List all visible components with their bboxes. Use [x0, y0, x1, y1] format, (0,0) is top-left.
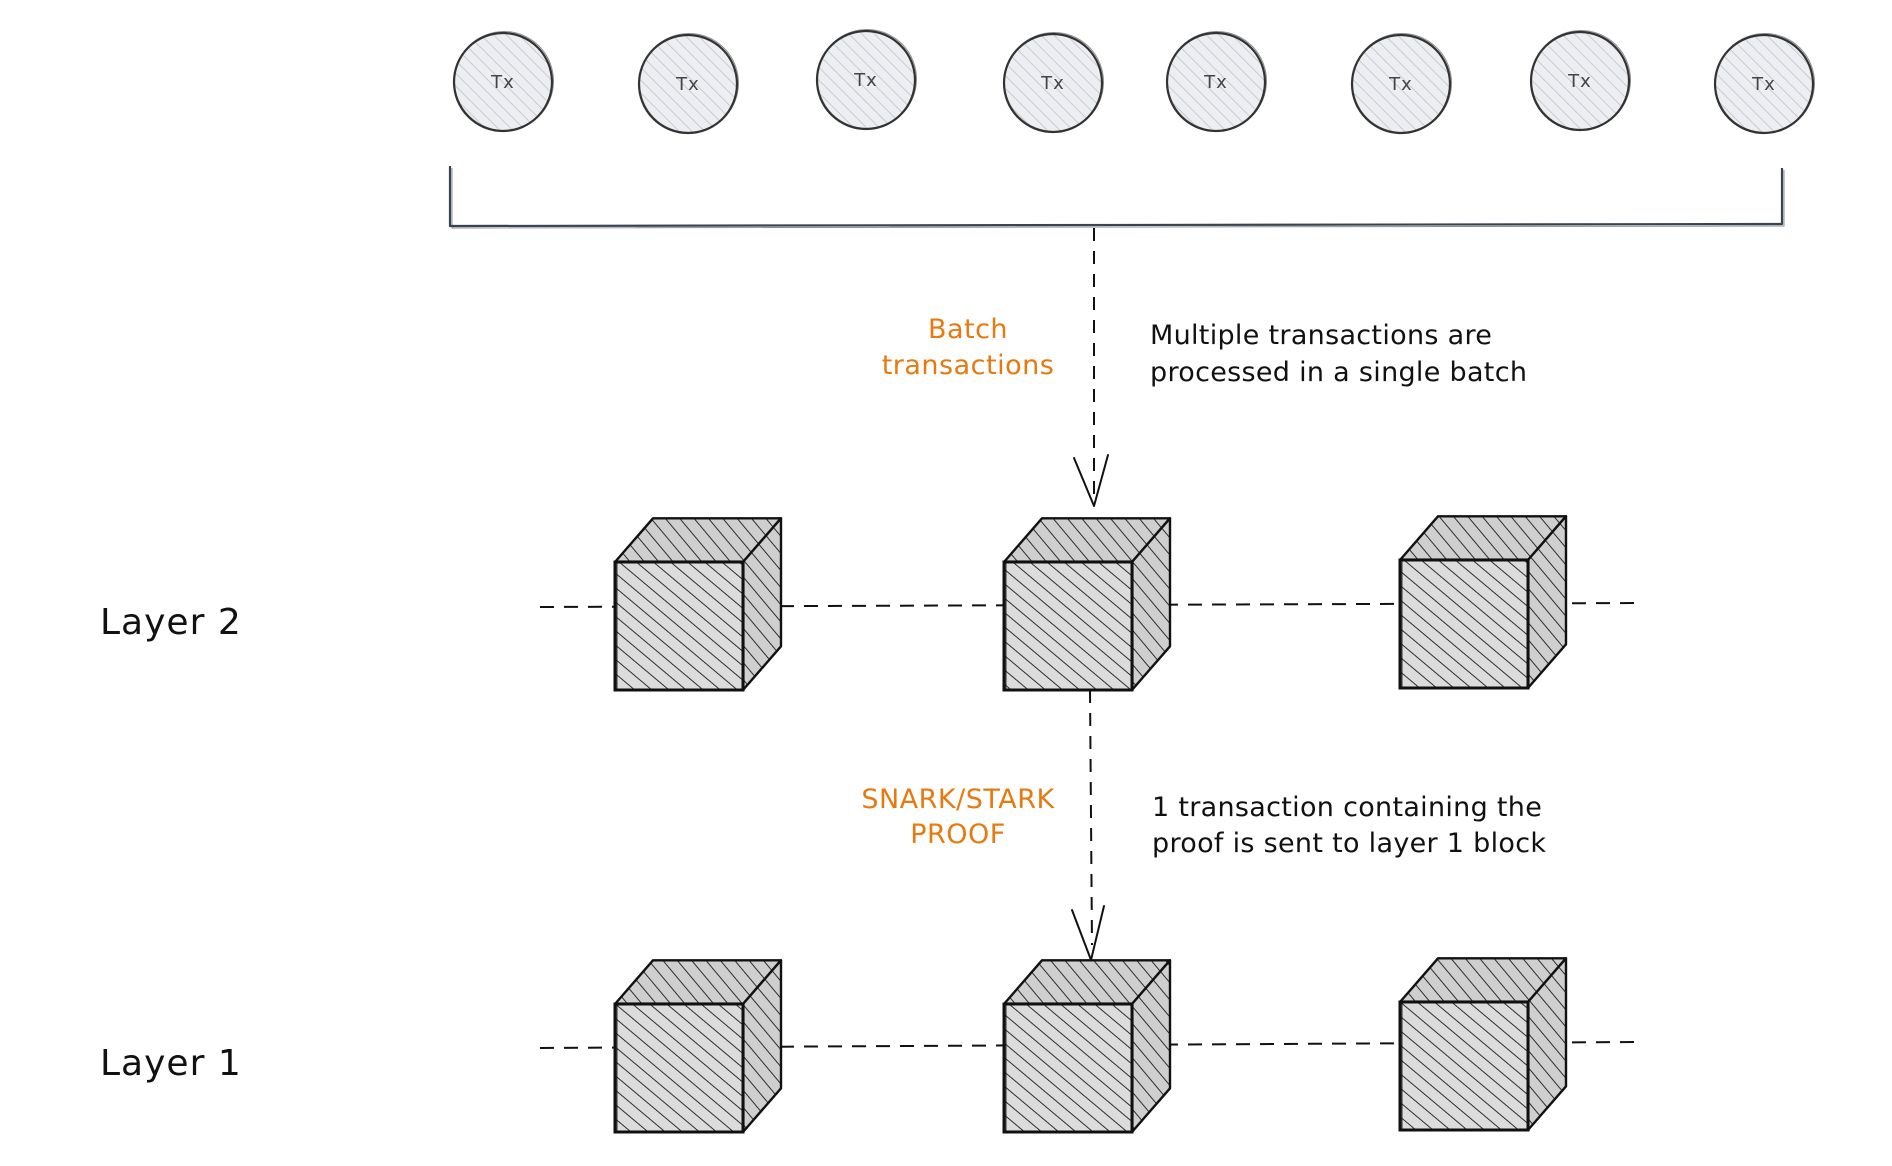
layer-2-block-2: [1002, 517, 1172, 692]
layer-2-block-1: [613, 517, 783, 692]
layer-1-chain: [539, 957, 1641, 1134]
transaction-node: Tx: [1713, 33, 1815, 135]
transaction-label: Tx: [490, 72, 515, 93]
transaction-circle: [1529, 30, 1631, 132]
transaction-label: Tx: [1567, 71, 1592, 92]
transaction-circle: [1165, 31, 1267, 133]
transaction-node: Tx: [1529, 30, 1631, 132]
transaction-label: Tx: [1388, 74, 1413, 95]
proof-label-line-2: PROOF: [910, 819, 1006, 850]
proof-label-line-1: SNARK/STARK: [861, 784, 1055, 815]
proof-arrow: [1071, 689, 1105, 961]
batch-note: Multiple transactions are processed in a…: [1150, 320, 1527, 388]
transaction-label: Tx: [853, 70, 878, 91]
transaction-label: Tx: [1751, 74, 1776, 95]
batch-label: Batch transactions: [882, 314, 1055, 381]
layer-1-block-1: [613, 959, 783, 1134]
transaction-node: Tx: [1002, 32, 1104, 134]
layer-1-block-2: [1002, 959, 1172, 1134]
transaction-node: Tx: [637, 33, 739, 135]
transaction-node: Tx: [815, 29, 917, 131]
batch-bracket: [448, 166, 1785, 229]
batch-note-line-2: processed in a single batch: [1150, 357, 1527, 388]
transaction-row: Tx Tx Tx Tx Tx Tx Tx Tx: [452, 29, 1815, 135]
batch-note-line-1: Multiple transactions are: [1150, 320, 1492, 351]
transaction-node: Tx: [1350, 33, 1452, 135]
batch-label-line-2: transactions: [882, 350, 1055, 381]
batch-label-line-1: Batch: [928, 314, 1008, 345]
layer-2-block-3: [1398, 515, 1568, 690]
transaction-node: Tx: [1165, 31, 1267, 133]
transaction-circle: [1002, 32, 1104, 134]
transaction-label: Tx: [675, 74, 700, 95]
transaction-circle: [452, 31, 554, 133]
transaction-circle: [637, 33, 739, 135]
layer-1-label: Layer 1: [100, 1043, 242, 1084]
transaction-circle: [1713, 33, 1815, 135]
layer-1-block-3: [1398, 957, 1568, 1132]
transaction-circle: [1350, 33, 1452, 135]
batch-arrow: [1073, 228, 1109, 507]
proof-label: SNARK/STARK PROOF: [861, 784, 1055, 850]
transaction-label: Tx: [1040, 73, 1065, 94]
layer-2-chain: [539, 515, 1641, 692]
proof-note-line-1: 1 transaction containing the: [1152, 792, 1542, 823]
transaction-label: Tx: [1203, 72, 1228, 93]
transaction-circle: [815, 29, 917, 131]
layer-2-label: Layer 2: [100, 602, 242, 643]
proof-note-line-2: proof is sent to layer 1 block: [1152, 828, 1546, 859]
proof-note: 1 transaction containing the proof is se…: [1152, 792, 1546, 859]
transaction-node: Tx: [452, 31, 554, 133]
